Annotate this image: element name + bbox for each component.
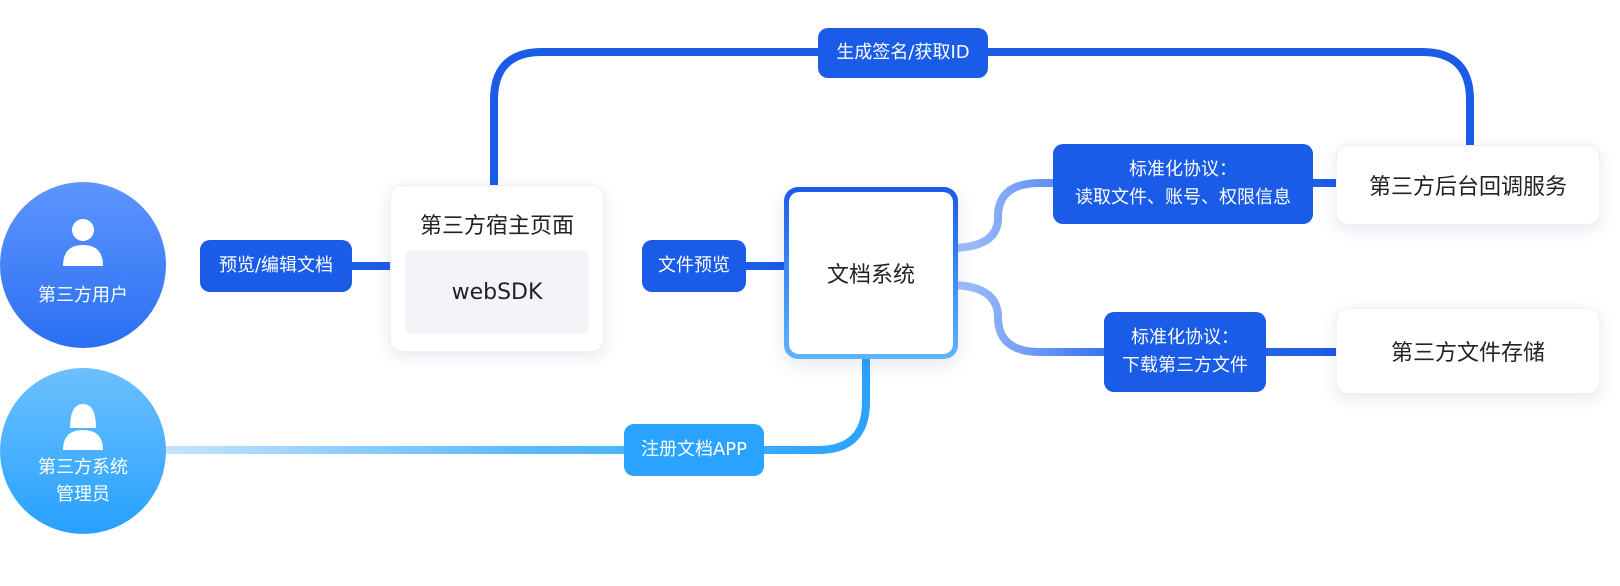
actor-user-label: 第三方用户 [38,285,128,306]
actor-admin-label-line2: 管理员 [56,484,110,505]
edge-admin-doc [166,349,870,454]
doc-system-label: 文档系统 [789,192,953,354]
edge-label-preview-edit: 预览/编辑文档 [200,240,352,292]
host-page-title: 第三方宿主页面 [419,214,574,239]
protocol-download-line1: 标准化协议： [1131,327,1239,348]
actor-admin-label-line1: 第三方系统 [38,457,128,478]
node-callback-service[interactable]: 第三方后台回调服务 [1336,145,1600,225]
actor-third-party-user[interactable]: 第三方用户 [0,182,166,348]
websdk-block[interactable]: webSDK [405,250,589,334]
protocol-read-line2: 读取文件、账号、权限信息 [1075,187,1291,208]
edge-label-protocol-download: 标准化协议： 下载第三方文件 [1104,312,1266,392]
node-doc-system[interactable]: 文档系统 [784,187,958,359]
edge-label-file-preview: 文件预览 [642,240,746,292]
protocol-read-line1: 标准化协议： [1129,159,1237,180]
edge-doc-callback [949,179,1336,252]
node-file-storage[interactable]: 第三方文件存储 [1336,308,1600,394]
protocol-download-line2: 下载第三方文件 [1122,355,1248,376]
node-host-page[interactable]: 第三方宿主页面 webSDK [390,185,604,352]
edge-label-register-app: 注册文档APP [624,424,764,476]
edge-label-protocol-read: 标准化协议： 读取文件、账号、权限信息 [1053,144,1313,224]
edge-label-sign-id: 生成签名/获取ID [818,28,988,78]
user-icon [63,404,103,450]
user-icon [63,219,103,266]
actor-system-admin[interactable]: 第三方系统 管理员 [0,368,166,534]
actor-admin-label: 第三方系统 管理员 [0,454,166,508]
edge-doc-storage [949,281,1336,356]
